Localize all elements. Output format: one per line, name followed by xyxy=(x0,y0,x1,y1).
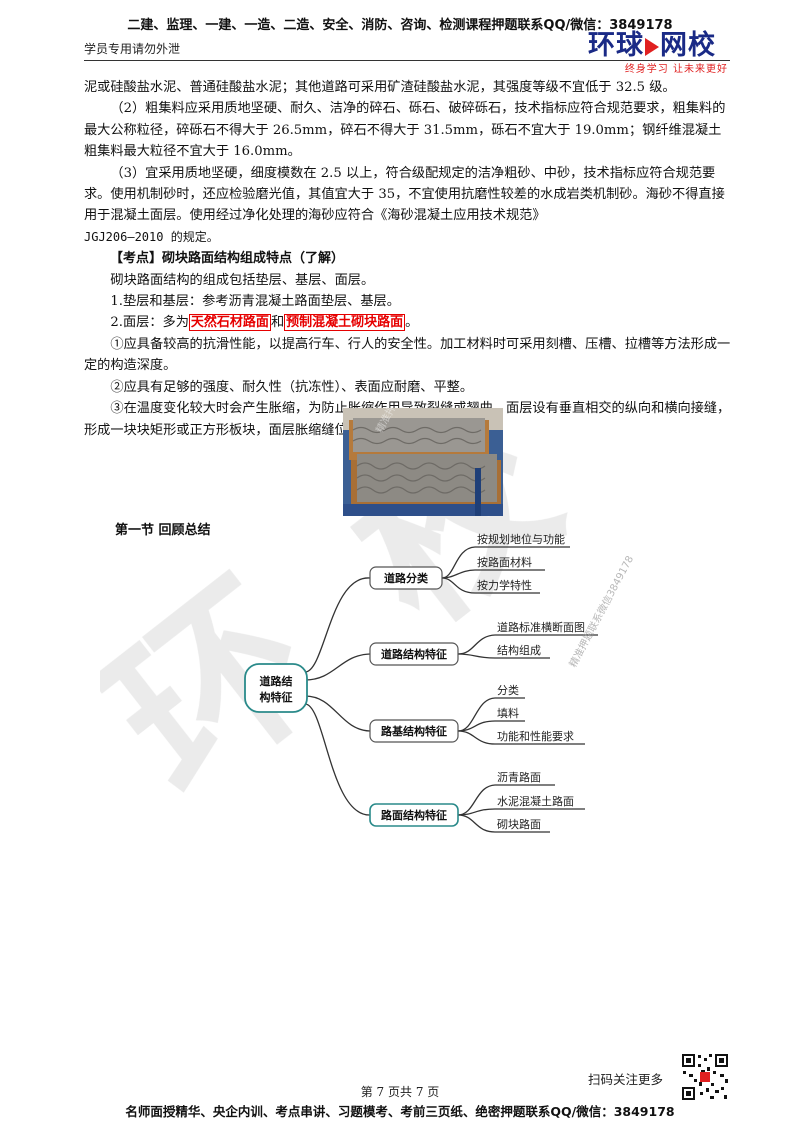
paragraph-composition: 砌块路面结构的组成包括垫层、基层、面层。 xyxy=(110,272,375,288)
scan-qr-label: 扫码关注更多 xyxy=(588,1072,664,1087)
paragraph-surface-layer: 2.面层：多为天然石材路面和预制混凝土砌块路面。 xyxy=(84,312,734,333)
leaf-structure-composition: 结构组成 xyxy=(497,643,541,657)
logo-wordmark: 环球网校 xyxy=(588,32,738,60)
leaf-planning-function: 按规划地位与功能 xyxy=(477,532,565,546)
page-number: 第 7 页共 7 页 xyxy=(360,1085,440,1099)
root-label-line2: 构特征 xyxy=(260,690,293,704)
header-divider xyxy=(84,60,730,61)
qr-code-icon[interactable] xyxy=(680,1052,730,1102)
surface-and: 和 xyxy=(270,315,285,331)
confidential-notice: 学员专用请勿外泄 xyxy=(84,42,181,56)
leaf-mechanical-property: 按力学特性 xyxy=(477,578,532,592)
standard-code: JGJ206—2010 的规定。 xyxy=(84,229,219,244)
paving-block-photo: 精准押题联系微信3849178 xyxy=(343,408,503,516)
branch-label-subgrade: 路基结构特征 xyxy=(381,724,447,738)
logo-slogan: 终身学习 让未来更好 xyxy=(624,64,728,75)
paragraph-strength: ②应具有足够的强度、耐久性（抗冻性）、表面应耐磨、平整。 xyxy=(110,379,474,395)
leaf-performance-requirements: 功能和性能要求 xyxy=(497,729,574,743)
leaf-concrete-pavement: 水泥混凝土路面 xyxy=(497,794,574,808)
logo-text-right: 网校 xyxy=(660,30,716,61)
leaf-block-pavement: 砌块路面 xyxy=(497,818,541,831)
branch-label-pavement: 路面结构特征 xyxy=(381,808,447,822)
connector-root-b4 xyxy=(304,703,371,816)
leaf-subgrade-classification: 分类 xyxy=(497,683,519,697)
root-label-line1: 道路结 xyxy=(260,674,293,688)
paragraph-skid-resistance: ①应具备较高的抗滑性能，以提高行车、行人的安全性。加工材料时可采用刻槽、压槽、拉… xyxy=(84,336,731,374)
exam-point-heading: 【考点】砌块路面结构组成特点（了解） xyxy=(110,251,345,267)
paragraph-fine-aggregate: （3）宜采用质地坚硬，细度模数在 2.5 以上，符合级配规定的洁净粗砂、中砂，技… xyxy=(84,163,734,249)
surface-suffix: 。 xyxy=(405,315,419,331)
top-banner: 二建、监理、一建、一造、二造、安全、消防、咨询、检测课程押题联系QQ/微信：38… xyxy=(127,18,673,33)
leaf-surface-material: 按路面材料 xyxy=(477,555,532,569)
paving-block-image xyxy=(343,408,503,516)
mindmap-diagram: 道路结 构特征 道路分类 道路结构特征 路基结构特征 路面结构特征 按规划地位与… xyxy=(244,532,636,833)
paragraph-coarse-aggregate: （2）粗集料应采用质地坚硬、耐久、洁净的碎石、砾石、破碎砾石，技术指标应符合规范… xyxy=(84,101,726,160)
root-node xyxy=(244,663,308,713)
branch-node-road-structure xyxy=(369,642,459,666)
section-title: 第一节 回顾总结 xyxy=(115,523,211,538)
play-icon xyxy=(645,37,659,56)
branch-label-road-structure: 道路结构特征 xyxy=(381,647,447,661)
logo-text-left: 环球 xyxy=(588,30,644,61)
branch-label-road-classification: 道路分类 xyxy=(384,571,429,585)
paragraph-cement: 泥或硅酸盐水泥、普通硅酸盐水泥；其他道路可采用矿渣硅酸盐水泥，其强度等级不宜低于… xyxy=(84,80,676,95)
highlight-precast-block: 预制混凝土砌块路面 xyxy=(284,314,406,332)
bottom-banner: 名师面授精华、央企内训、考点串讲、习题模考、考前三页纸、绝密押题联系QQ/微信：… xyxy=(125,1104,675,1119)
mindmap-watermark: 精准押题联系微信3849178 xyxy=(566,553,636,669)
paragraph-base-layer: 1.垫层和基层：参考沥青混凝土路面垫层、基层。 xyxy=(110,294,400,310)
leaf-asphalt-pavement: 沥青路面 xyxy=(497,771,541,784)
brand-logo: 环球网校 终身学习 让未来更好 xyxy=(588,32,738,78)
leaf-fill-material: 填料 xyxy=(497,706,519,720)
connector-root-b2 xyxy=(304,653,371,681)
connector-root-b1 xyxy=(304,577,371,673)
connector-root-b3 xyxy=(304,695,371,732)
surface-prefix: 2.面层：多为 xyxy=(110,315,189,331)
leaf-cross-section: 道路标准横断面图 xyxy=(497,620,585,634)
highlight-natural-stone: 天然石材路面 xyxy=(188,314,271,332)
body-text: 泥或硅酸盐水泥、普通硅酸盐水泥；其他道路可采用矿渣硅酸盐水泥，其强度等级不宜低于… xyxy=(84,77,734,441)
branch-node-road-classification xyxy=(369,566,443,590)
branch-node-pavement xyxy=(369,803,459,827)
fine-aggregate-text: （3）宜采用质地坚硬，细度模数在 2.5 以上，符合级配规定的洁净粗砂、中砂，技… xyxy=(84,165,725,224)
branch-node-subgrade xyxy=(369,719,459,743)
